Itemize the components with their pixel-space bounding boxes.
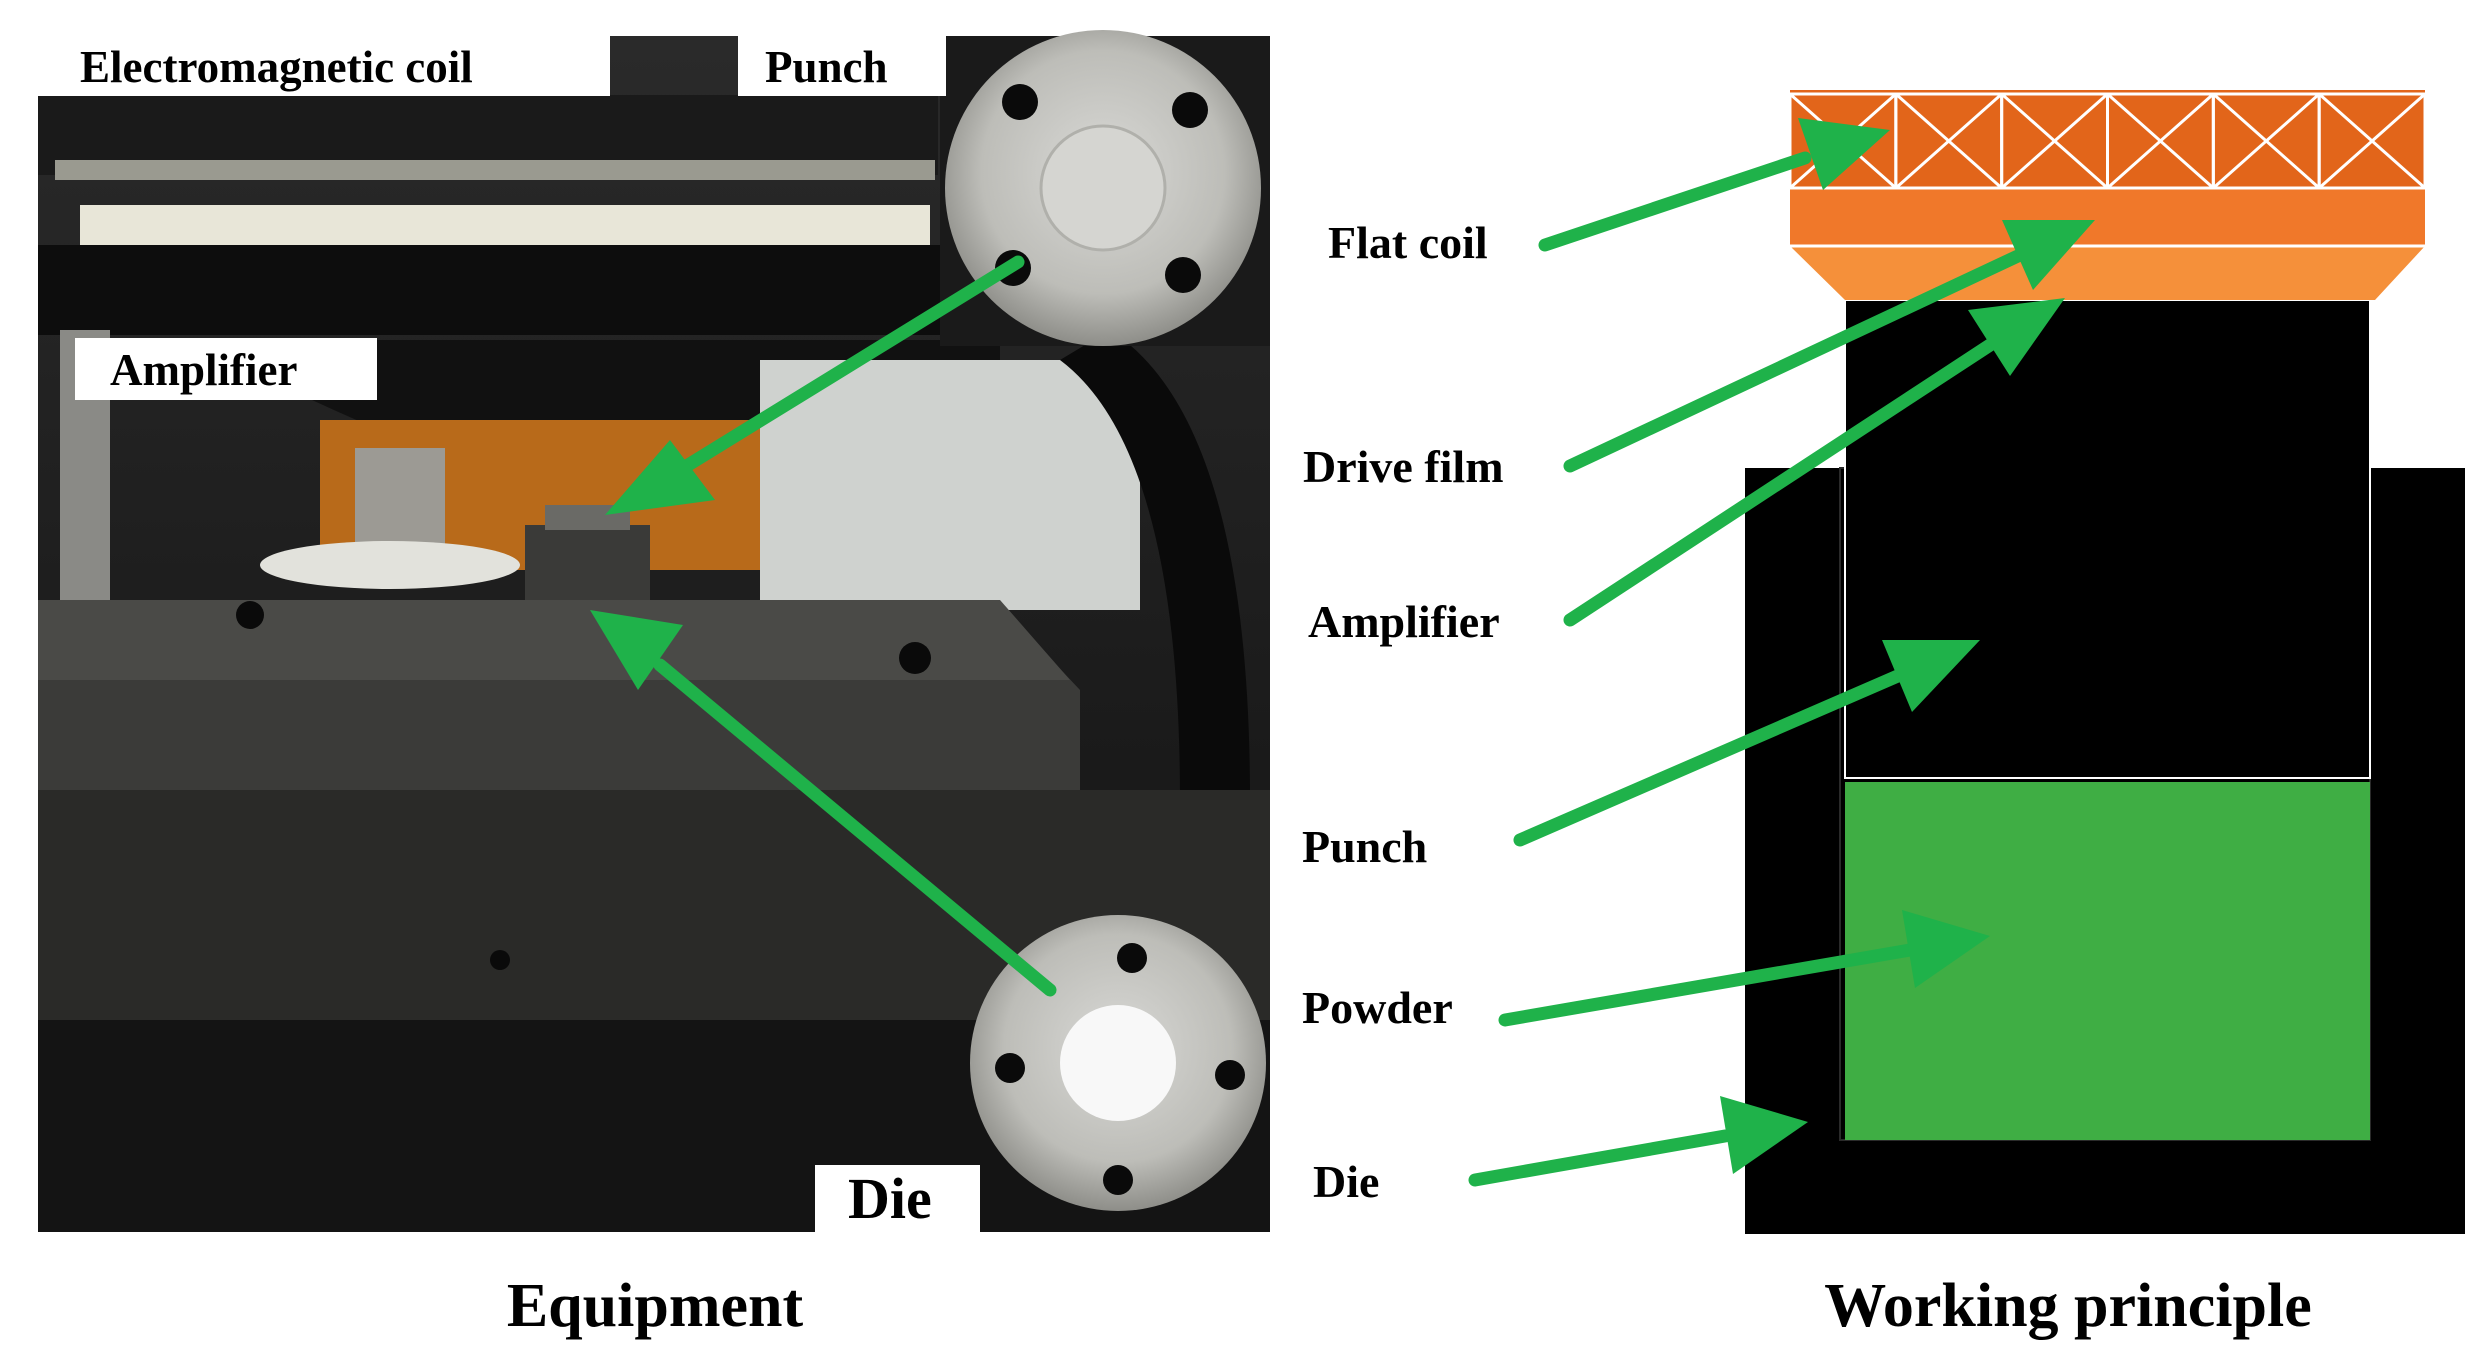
white-disc (260, 541, 520, 589)
arrow-powder-head (1902, 910, 1990, 988)
coil-cell (2317, 92, 2427, 190)
arrow-punch-head (605, 440, 715, 515)
label-amplifier-photo: Amplifier (110, 345, 297, 395)
punch-flange-center (1039, 124, 1167, 252)
label-die-diagram: Die (1313, 1156, 1379, 1207)
arrow-flat-coil-head (1798, 118, 1890, 190)
label-drive-film: Drive film (1303, 441, 1504, 492)
die-plate-top (38, 600, 1070, 680)
arrow-drive-film-line (1563, 248, 2027, 473)
arrow-amplifier-head (1968, 298, 2065, 376)
label-die-photo: Die (848, 1166, 932, 1231)
label-box-amplifier (75, 338, 377, 400)
label-punch-diagram: Punch (1302, 821, 1427, 872)
punch-flange-hole-1 (1002, 84, 1038, 120)
arrow-die-head-diagram (1720, 1096, 1808, 1174)
coil-cross-line (1894, 92, 2003, 190)
arrow-punch-line-diagram (1513, 668, 1907, 847)
arrow-die-head (590, 610, 683, 690)
arrow-flat-coil-line (1538, 151, 1812, 252)
arrow-drive-film-head (2002, 220, 2095, 290)
label-box-punch (738, 36, 946, 96)
press-bar (55, 160, 935, 180)
die-flange-hole-4 (1103, 1165, 1133, 1195)
coil-cross-line (2212, 92, 2321, 190)
equipment-photo: Electromagnetic coil Punch Amplifier Die (38, 30, 1270, 1232)
arrow-die-line-diagram (1468, 1129, 1732, 1187)
label-amplifier-diagram: Amplifier (1308, 596, 1500, 647)
plate-hole-3 (490, 950, 510, 970)
label-flat-coil: Flat coil (1328, 217, 1488, 268)
arrow-powder-line (1498, 943, 1917, 1027)
coil-windings (1788, 92, 2427, 190)
photo-arrows (590, 255, 1057, 997)
die-flange-hole-3 (1215, 1060, 1245, 1090)
die-flange-hole-1 (1117, 943, 1147, 973)
label-box-electromagnetic-coil (38, 36, 610, 96)
die-flange-hole-2 (995, 1053, 1025, 1083)
amplifier-plate (1790, 246, 2425, 300)
arrow-amplifier-line (1563, 338, 1997, 627)
die-flange-center (1060, 1005, 1176, 1121)
caption-equipment: Equipment (507, 1272, 804, 1340)
arrow-punch-head-diagram (1882, 640, 1980, 712)
label-punch-photo: Punch (765, 42, 888, 92)
punch-block (1844, 299, 2371, 779)
drive-film (1790, 188, 2425, 246)
punch-flange-hole-2 (1172, 92, 1208, 128)
principle-diagram: Flat coil Drive film Amplifier Punch Pow… (1302, 90, 2465, 1234)
coil-cross-line (2318, 92, 2426, 190)
label-electromagnetic-coil: Electromagnetic coil (80, 42, 473, 92)
principle-arrows (1468, 118, 2095, 1187)
label-powder: Powder (1302, 982, 1453, 1033)
coil-cross-line (2000, 92, 2109, 190)
press-arch (1060, 330, 1250, 800)
caption-working-principle: Working principle (1824, 1272, 2311, 1340)
arrow-punch-line (673, 255, 1025, 477)
lab-white-wall (760, 360, 1140, 610)
plate-hole-2 (899, 642, 931, 674)
white-bar (80, 205, 930, 247)
arrow-die-line (653, 658, 1057, 997)
coil-cross-line (2106, 92, 2215, 190)
plate-hole-1 (236, 601, 264, 629)
punch-flange-hole-3 (1165, 257, 1201, 293)
upper-housing (38, 245, 958, 335)
label-box-die (815, 1165, 980, 1232)
